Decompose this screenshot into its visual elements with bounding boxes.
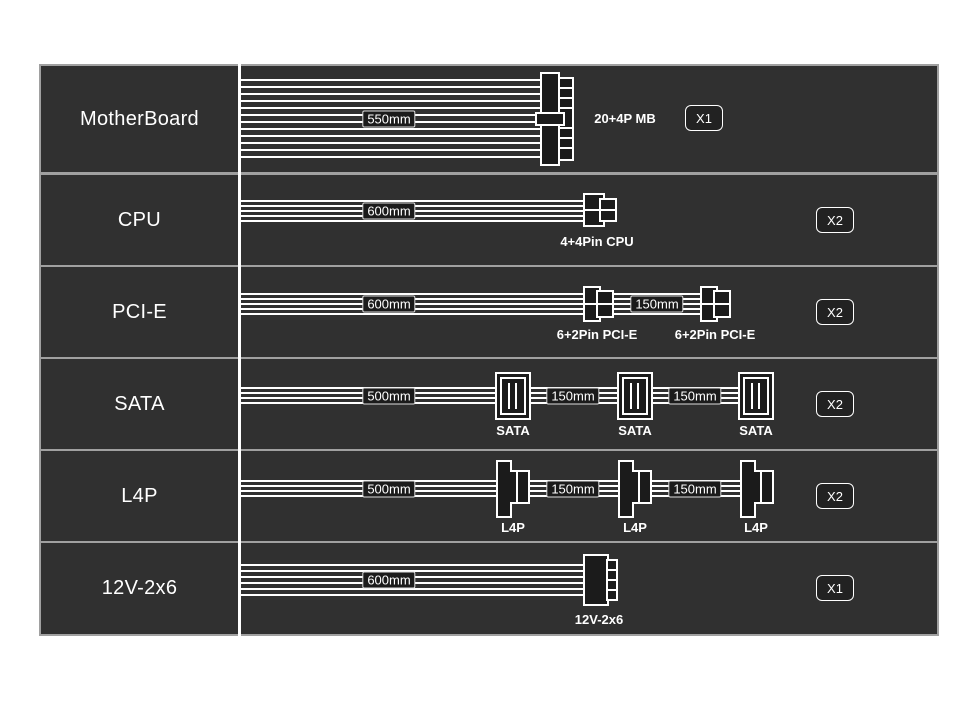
cpu-connector-icon xyxy=(583,193,617,227)
divider xyxy=(238,64,241,174)
row-l4p: L4P xyxy=(39,450,939,542)
extension-length: 150mm xyxy=(546,387,600,405)
row-cpu: CPU 600mm 4+4Pin CPU X2 xyxy=(39,174,939,266)
molex-connector-icon xyxy=(618,460,652,518)
cable-length: 550mm xyxy=(362,110,416,128)
row-label: PCI-E xyxy=(41,267,238,357)
wire-bundle xyxy=(241,480,741,497)
divider xyxy=(238,358,241,450)
divider xyxy=(238,542,241,636)
extension-length: 150mm xyxy=(668,480,722,498)
cable-drawing xyxy=(241,72,574,166)
extension-length: 150mm xyxy=(668,387,722,405)
connector-label: SATA xyxy=(739,423,773,438)
12v-2x6-connector-icon xyxy=(583,554,618,606)
cable-cell: 550mm 20+4P MB X1 xyxy=(241,66,937,172)
connector-label: 6+2Pin PCI-E xyxy=(556,327,638,342)
cable-drawing xyxy=(241,372,774,420)
divider xyxy=(238,450,241,542)
quantity-badge: X2 xyxy=(816,391,854,417)
wire-bundle xyxy=(241,79,541,158)
molex-connector-icon xyxy=(740,460,774,518)
cable-length: 500mm xyxy=(362,387,416,405)
quantity-badge: X1 xyxy=(685,105,723,131)
cable-drawing xyxy=(241,460,774,518)
cable-cell: 500mm 150mm 150mm SATA SATA SATA X2 xyxy=(241,359,937,449)
row-pcie: PCI-E xyxy=(39,266,939,358)
quantity-badge: X2 xyxy=(816,299,854,325)
cable-drawing xyxy=(241,286,731,322)
quantity-badge: X2 xyxy=(816,483,854,509)
connector-label: 6+2Pin PCI-E xyxy=(674,327,756,342)
connector-label: L4P xyxy=(744,520,768,535)
sata-connector-icon xyxy=(738,372,774,420)
row-sata: SATA xyxy=(39,358,939,450)
cable-spec-table: MotherBoard xyxy=(39,64,939,636)
row-motherboard: MotherBoard xyxy=(39,64,939,174)
cable-length: 600mm xyxy=(362,571,416,589)
cable-cell: 500mm 150mm 150mm L4P L4P L4P X2 xyxy=(241,451,937,541)
connector-label: SATA xyxy=(496,423,530,438)
connector-label: 20+4P MB xyxy=(594,111,656,126)
pcie-connector-icon xyxy=(583,286,614,322)
row-label: CPU xyxy=(41,175,238,265)
connector-label: SATA xyxy=(618,423,652,438)
connector-label: 4+4Pin CPU xyxy=(560,234,634,249)
extension-length: 150mm xyxy=(630,295,684,313)
mb-connector-icon xyxy=(535,72,574,166)
wire-bundle xyxy=(241,387,739,404)
row-label: MotherBoard xyxy=(41,66,238,172)
sata-connector-icon xyxy=(617,372,653,420)
cable-cell: 600mm 12V-2x6 X1 xyxy=(241,543,937,634)
cable-cell: 600mm 4+4Pin CPU X2 xyxy=(241,175,937,265)
molex-connector-icon xyxy=(496,460,530,518)
row-label: L4P xyxy=(41,451,238,541)
connector-label: L4P xyxy=(501,520,525,535)
divider xyxy=(238,174,241,266)
sata-connector-icon xyxy=(495,372,531,420)
cable-cell: 600mm 150mm 6+2Pin PCI-E 6+2Pin PCI-E X2 xyxy=(241,267,937,357)
quantity-badge: X2 xyxy=(816,207,854,233)
extension-length: 150mm xyxy=(546,480,600,498)
cable-length: 600mm xyxy=(362,295,416,313)
row-label: 12V-2x6 xyxy=(41,543,238,634)
quantity-badge: X1 xyxy=(816,575,854,601)
connector-label: 12V-2x6 xyxy=(574,612,624,627)
row-12v-2x6: 12V-2x6 600mm 12V-2x6 X1 xyxy=(39,542,939,636)
cable-length: 600mm xyxy=(362,202,416,220)
pcie-connector-icon xyxy=(700,286,731,322)
connector-label: L4P xyxy=(623,520,647,535)
cable-length: 500mm xyxy=(362,480,416,498)
row-label: SATA xyxy=(41,359,238,449)
divider xyxy=(238,266,241,358)
